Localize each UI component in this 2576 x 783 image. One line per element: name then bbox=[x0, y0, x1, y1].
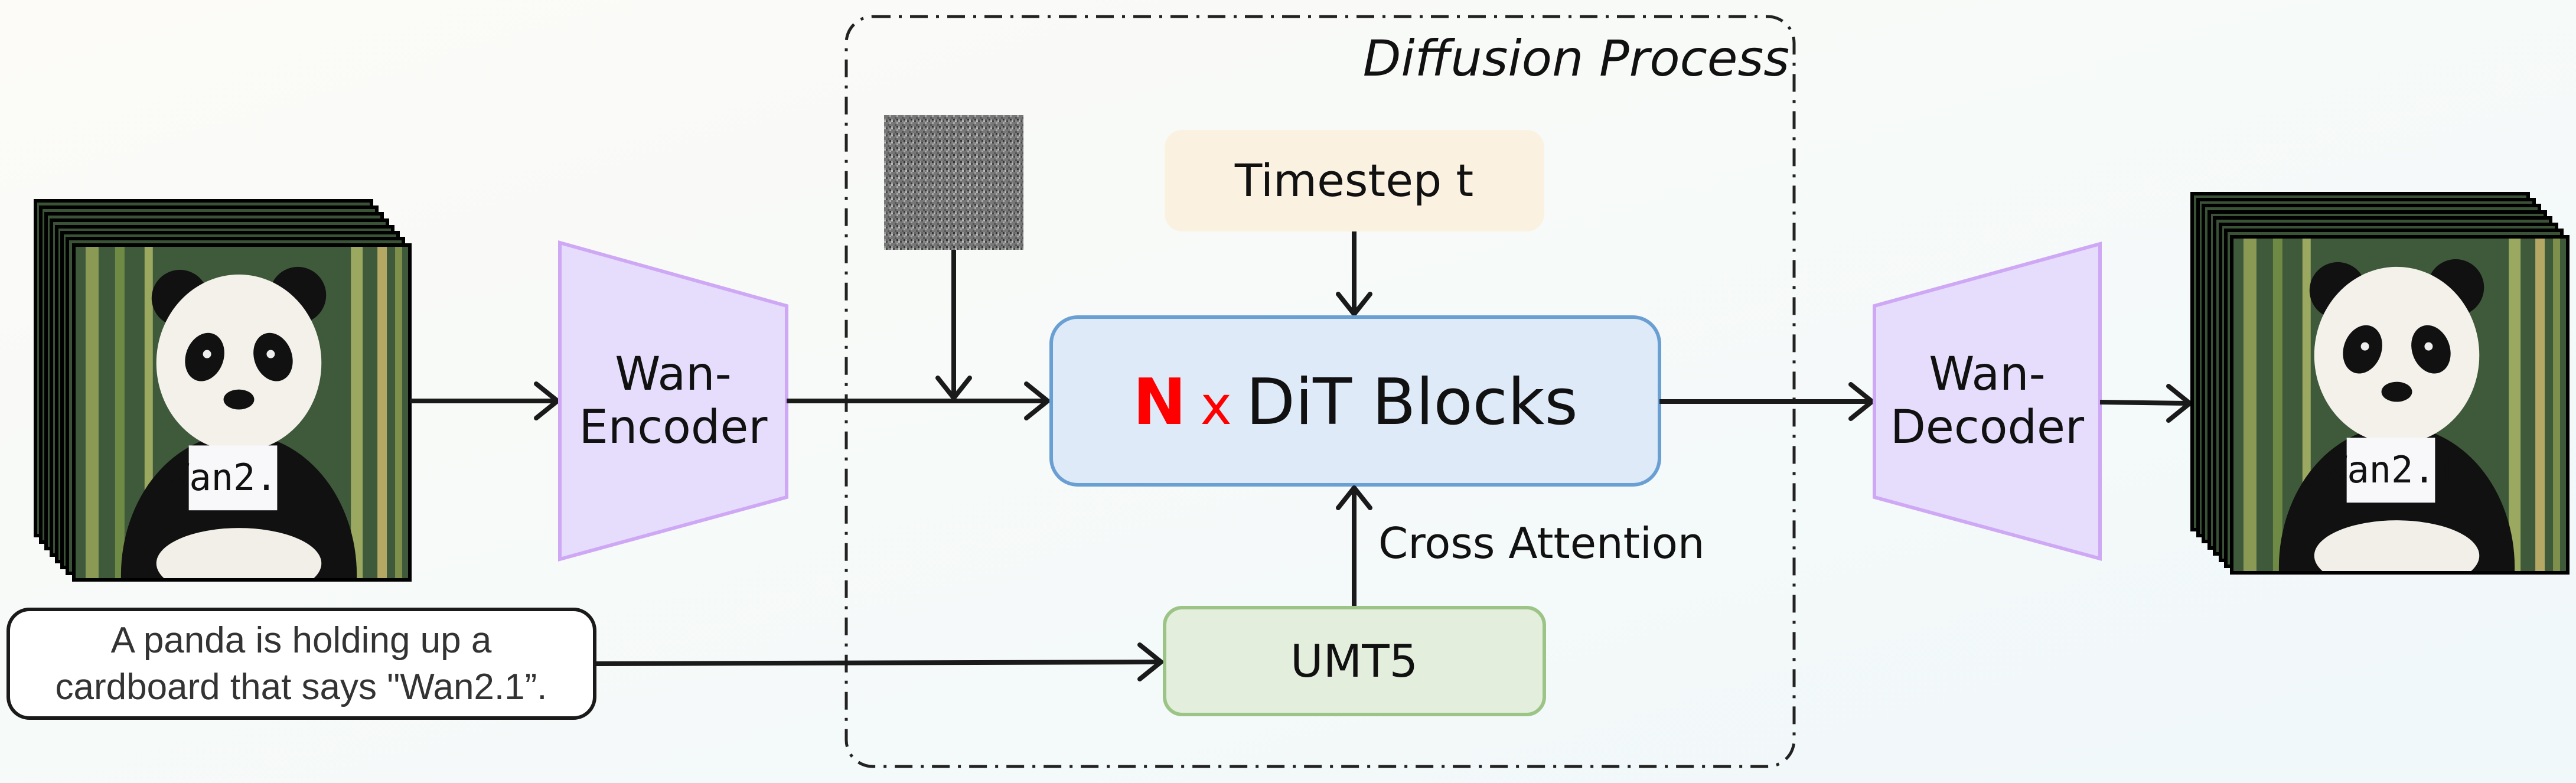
arrow-head-icon bbox=[2166, 384, 2192, 423]
diffusion-process-container bbox=[844, 15, 1796, 768]
prompt-line-1: A panda is holding up a bbox=[111, 620, 492, 661]
wan-encoder bbox=[558, 240, 788, 562]
output-video-frames: Wan2.1 bbox=[2190, 192, 2570, 575]
timestep-box bbox=[1165, 130, 1544, 231]
arrow-head-icon bbox=[935, 376, 972, 400]
encoder-label-line1: Wan- bbox=[615, 348, 732, 401]
wan-decoder bbox=[1873, 242, 2102, 561]
diffusion-process-label: Diffusion Process bbox=[1363, 30, 1789, 87]
arrow-head-icon bbox=[534, 381, 560, 420]
sign-text: Wan2.1 bbox=[2325, 448, 2457, 491]
arrow-head-icon bbox=[1336, 292, 1372, 317]
prompt-line-2: cardboard that says "Wan2.1”. bbox=[55, 667, 547, 707]
umt5-label: UMT5 bbox=[1290, 635, 1418, 687]
arrow-head-icon bbox=[1848, 382, 1874, 421]
noise-latent-image bbox=[884, 115, 1023, 250]
arrow-head-icon bbox=[1336, 485, 1372, 510]
arrow-head-icon bbox=[1024, 381, 1050, 420]
decoder-label-line1: Wan- bbox=[1929, 348, 2046, 401]
encoder-label-line2: Encoder bbox=[579, 401, 768, 454]
decoder-label-line2: Decoder bbox=[1890, 401, 2085, 454]
arrow-prompt-to-umt5 bbox=[594, 660, 1162, 666]
arrow-to-output bbox=[2099, 400, 2189, 406]
cross-attention-label: Cross Attention bbox=[1378, 518, 1705, 568]
input-video-frames: Wan2.1 bbox=[34, 199, 412, 582]
dit-n-count: N bbox=[1133, 366, 1186, 439]
timestep-label: Timestep t bbox=[1234, 154, 1473, 207]
arrow-head-icon bbox=[1137, 642, 1163, 681]
dit-times-symbol: x bbox=[1201, 375, 1232, 437]
umt5-box bbox=[1163, 606, 1546, 716]
dit-label-text: DiT Blocks bbox=[1246, 366, 1578, 439]
sign-text: Wan2.1 bbox=[167, 456, 299, 499]
